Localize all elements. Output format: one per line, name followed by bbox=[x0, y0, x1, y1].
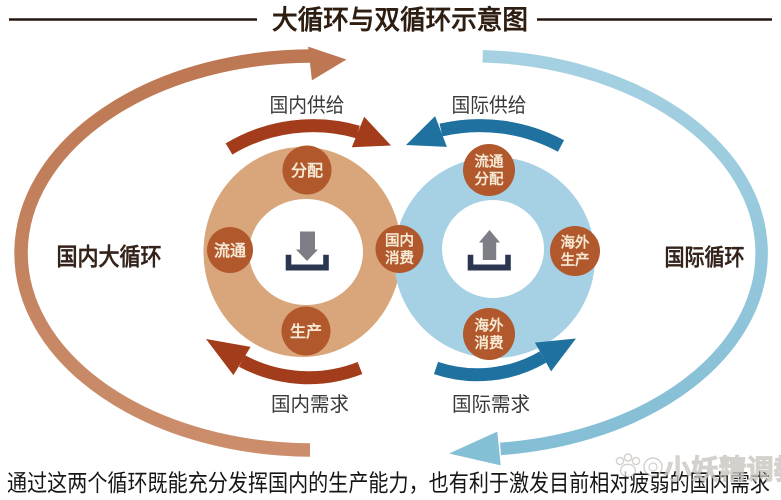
svg-text:国际循环: 国际循环 bbox=[665, 244, 745, 270]
svg-text:国际供给: 国际供给 bbox=[452, 94, 527, 117]
svg-text:海外: 海外 bbox=[475, 317, 504, 335]
svg-text:国内: 国内 bbox=[385, 232, 414, 250]
svg-text:流通: 流通 bbox=[214, 241, 246, 260]
svg-text:通过这两个循环既能充分发挥国内的生产能力，也有利于激发目前相: 通过这两个循环既能充分发挥国内的生产能力，也有利于激发目前相对疲弱的国内需求 bbox=[7, 470, 770, 496]
svg-text:国际需求: 国际需求 bbox=[452, 393, 530, 416]
svg-text:消费: 消费 bbox=[475, 334, 504, 352]
svg-text:国内需求: 国内需求 bbox=[271, 393, 349, 416]
svg-text:生产: 生产 bbox=[561, 251, 590, 269]
svg-text:海外: 海外 bbox=[561, 234, 590, 252]
svg-text:小妖精调教: 小妖精调教 bbox=[664, 455, 781, 485]
svg-text:国内大循环: 国内大循环 bbox=[57, 243, 162, 271]
svg-text:生产: 生产 bbox=[290, 322, 322, 341]
svg-text:国内供给: 国内供给 bbox=[270, 94, 345, 117]
svg-text:大循环与双循环示意图: 大循环与双循环示意图 bbox=[272, 5, 528, 35]
svg-text:消费: 消费 bbox=[385, 249, 414, 267]
svg-text:流通: 流通 bbox=[475, 153, 504, 171]
svg-text:分配: 分配 bbox=[291, 162, 323, 180]
svg-text:分配: 分配 bbox=[475, 171, 504, 188]
